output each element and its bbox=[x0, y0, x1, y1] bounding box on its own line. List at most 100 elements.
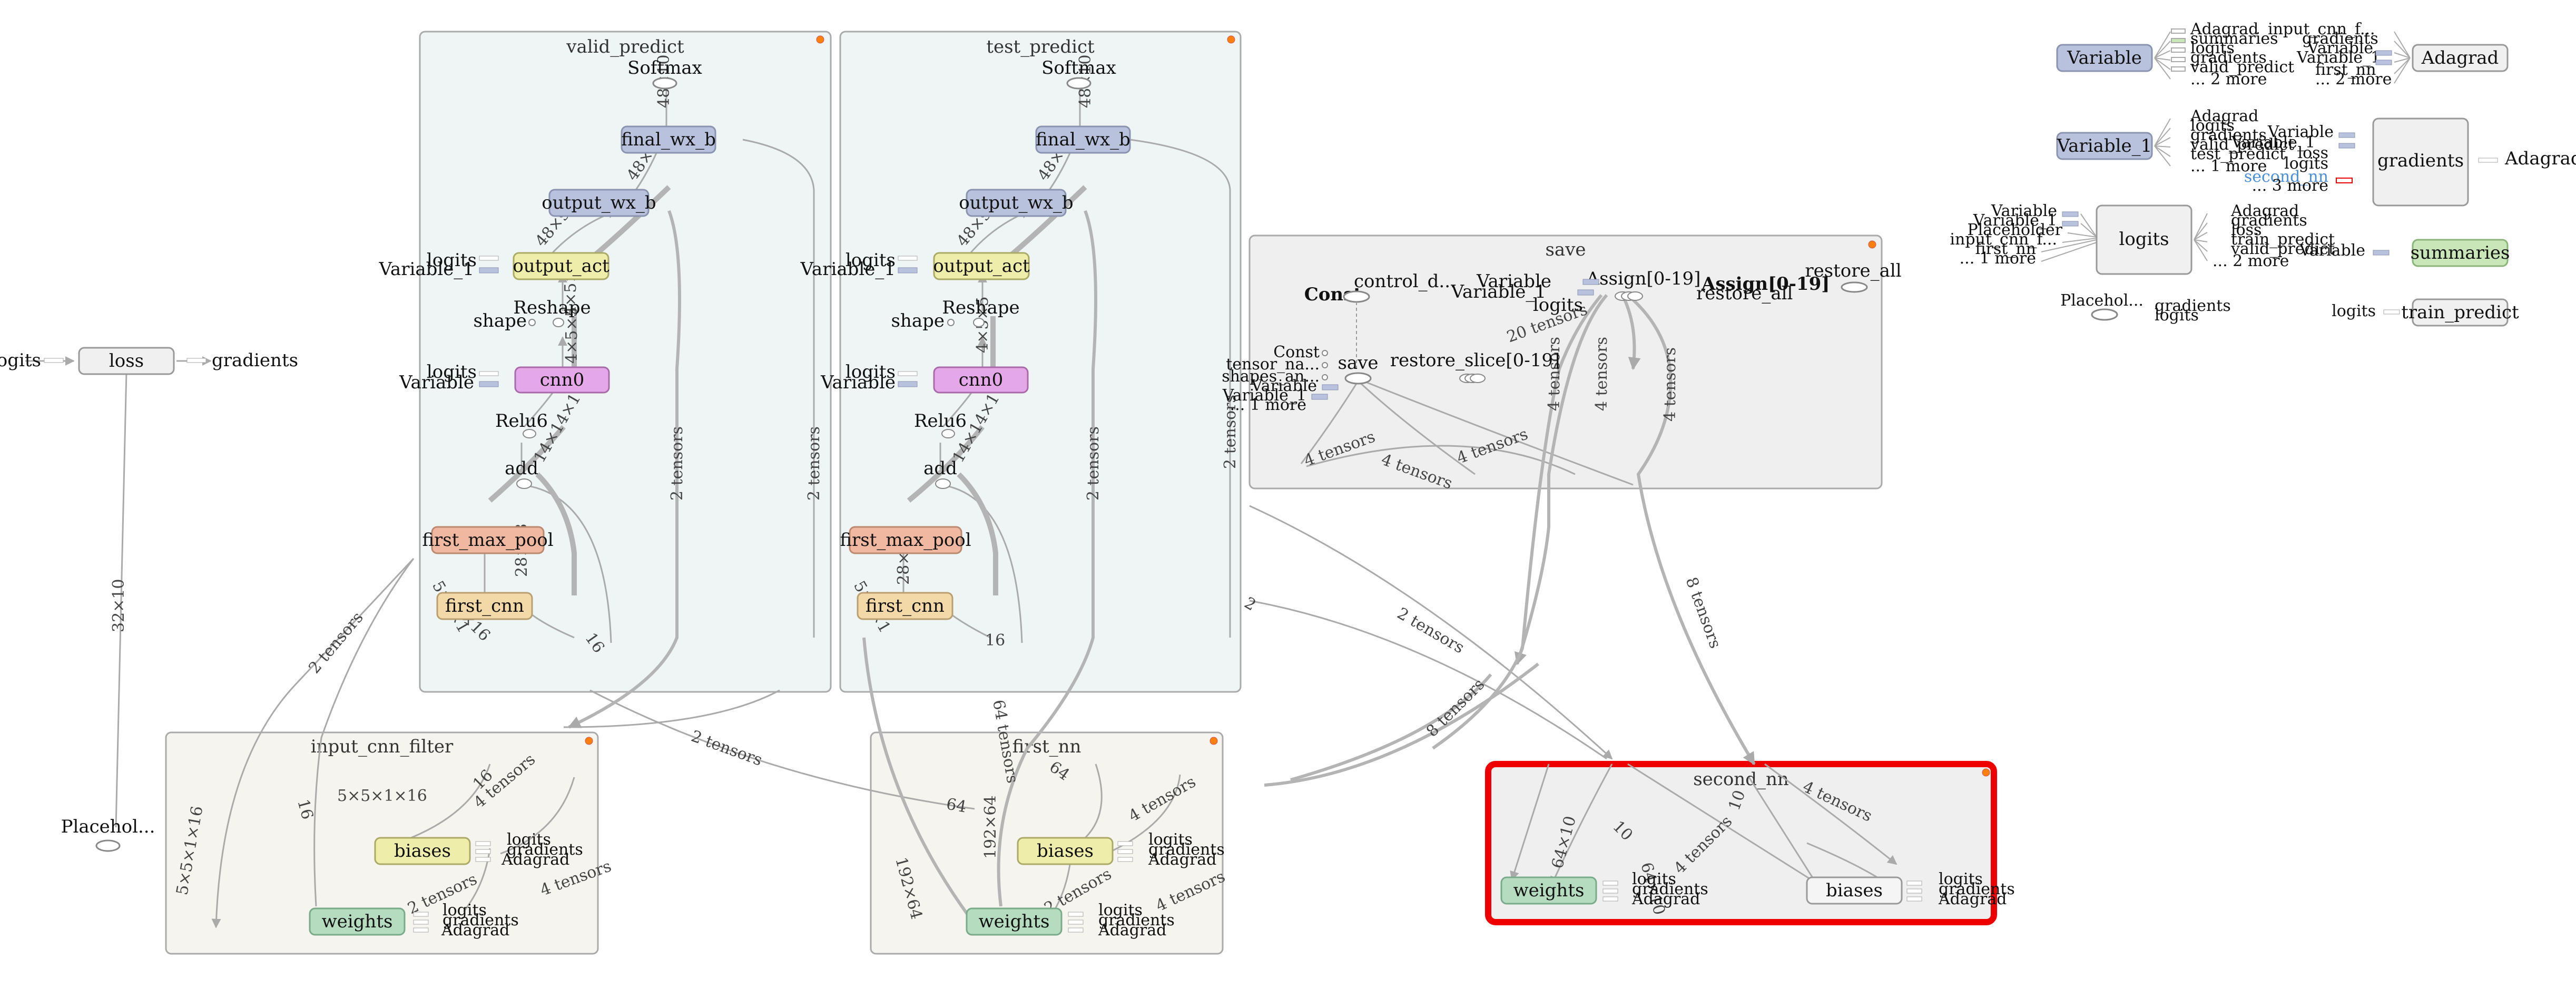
aux-variable-1[interactable]: Variable_1 bbox=[2056, 132, 2153, 160]
edges bbox=[25, 78, 1897, 928]
node-restore-all[interactable]: restore_all bbox=[1805, 260, 1902, 293]
expand-icon[interactable] bbox=[585, 737, 593, 745]
aux-logits-outputs: Adagrad gradients loss train_predict val… bbox=[2194, 202, 2335, 270]
aux-summaries[interactable]: summaries bbox=[2411, 239, 2510, 267]
svg-text:2 tensors: 2 tensors bbox=[1084, 426, 1103, 501]
svg-text:weights: weights bbox=[322, 911, 393, 932]
node-softmax[interactable]: Softmax bbox=[1041, 57, 1116, 90]
svg-text:valid_predict: valid_predict bbox=[2190, 58, 2294, 76]
svg-text:Variable_1: Variable_1 bbox=[2231, 133, 2315, 152]
svg-text:logits: logits bbox=[0, 350, 41, 371]
node-weights[interactable]: weights bbox=[309, 907, 406, 936]
svg-text:input_cnn_f...: input_cnn_f... bbox=[2268, 20, 2375, 38]
aux-adagrad[interactable]: Adagrad bbox=[2412, 44, 2509, 72]
expand-icon[interactable] bbox=[1227, 35, 1235, 44]
svg-text:gradients: gradients bbox=[1148, 840, 1225, 859]
svg-text:Placehol...: Placehol... bbox=[61, 816, 155, 837]
svg-text:logits: logits bbox=[2155, 306, 2199, 325]
node-biases[interactable]: biases bbox=[374, 837, 471, 865]
group-save[interactable]: save bbox=[1248, 234, 1883, 490]
node-shape: shape bbox=[891, 310, 955, 331]
node-biases[interactable]: biases bbox=[1017, 837, 1114, 865]
node-first-cnn[interactable]: first_cnn bbox=[857, 592, 953, 620]
svg-text:gradients: gradients bbox=[2190, 126, 2267, 144]
svg-text:4 tensors: 4 tensors bbox=[1592, 337, 1611, 411]
node-restore-slice[interactable]: restore_slice[0-19] bbox=[1390, 350, 1560, 383]
svg-text:Adagrad: Adagrad bbox=[2230, 202, 2299, 220]
aux-placeholder[interactable]: Placehol... gradients logits bbox=[2060, 291, 2231, 325]
node-final-wx-b[interactable]: final_wx_b bbox=[1035, 125, 1131, 154]
node-placeholder[interactable]: Placehol... bbox=[61, 816, 155, 852]
aux-variable-outputs bbox=[2154, 28, 2186, 80]
svg-text:... 2 more: ... 2 more bbox=[2213, 252, 2289, 270]
svg-text:final_wx_b: final_wx_b bbox=[1036, 129, 1130, 150]
node-add[interactable]: add bbox=[505, 458, 538, 489]
node-first-max-pool[interactable]: first_max_pool bbox=[840, 526, 971, 554]
group-title: save bbox=[1545, 239, 1586, 260]
node-first-max-pool[interactable]: first_max_pool bbox=[422, 526, 554, 554]
node-relu6[interactable]: Relu6 bbox=[914, 410, 967, 438]
svg-text:cnn0: cnn0 bbox=[540, 369, 584, 390]
node-weights[interactable]: weights bbox=[1500, 876, 1597, 905]
expand-icon[interactable] bbox=[1210, 737, 1218, 745]
svg-text:Reshape: Reshape bbox=[513, 297, 591, 318]
node-reshape[interactable]: Reshape bbox=[513, 297, 591, 327]
svg-text:output_act: output_act bbox=[513, 256, 609, 277]
medium-edges bbox=[567, 210, 1756, 918]
node-loss[interactable]: loss bbox=[78, 347, 175, 375]
svg-text:Variable: Variable bbox=[820, 372, 896, 393]
svg-text:Variable: Variable bbox=[2307, 39, 2373, 57]
svg-text:Variable_1: Variable_1 bbox=[800, 259, 896, 280]
svg-text:add: add bbox=[505, 458, 538, 479]
node-output-wx-b[interactable]: output_wx_b bbox=[542, 189, 656, 217]
svg-text:second_nn: second_nn bbox=[2244, 168, 2328, 186]
svg-text:Variable_1: Variable_1 bbox=[2057, 135, 2152, 156]
svg-text:Variable: Variable bbox=[1991, 202, 2057, 220]
node-save[interactable]: save bbox=[1338, 353, 1379, 385]
svg-text:train_predict: train_predict bbox=[2401, 302, 2519, 323]
svg-text:2 tensors: 2 tensors bbox=[1221, 395, 1240, 469]
group-title: test_predict bbox=[986, 36, 1095, 57]
node-add[interactable]: add bbox=[923, 458, 957, 489]
svg-text:Variable: Variable bbox=[2067, 47, 2142, 69]
node-reshape[interactable]: Reshape bbox=[942, 297, 1020, 327]
node-output-act[interactable]: output_act bbox=[513, 252, 609, 280]
node-assign[interactable]: Assign[0-19] Variable Variable_1 logits bbox=[1451, 268, 1701, 316]
node-output-wx-b[interactable]: output_wx_b bbox=[959, 189, 1074, 217]
node-biases[interactable]: biases bbox=[1806, 876, 1903, 905]
svg-text:logits: logits bbox=[1939, 870, 1983, 888]
node-control-d[interactable]: control_d... bbox=[1343, 271, 1456, 303]
node-cnn0[interactable]: cnn0 bbox=[514, 366, 610, 394]
aux-gradients-output: Adagrad bbox=[2478, 148, 2576, 169]
group-title: first_nn bbox=[1012, 736, 1081, 757]
node-first-cnn[interactable]: first_cnn bbox=[436, 592, 533, 620]
aux-logits[interactable]: logits bbox=[2096, 204, 2192, 275]
svg-text:gradients: gradients bbox=[1939, 880, 2015, 898]
svg-text:output_act: output_act bbox=[933, 256, 1030, 277]
node-biases-outputs: logits gradients Adagrad bbox=[1117, 830, 1225, 869]
expand-icon[interactable] bbox=[1868, 240, 1876, 249]
aux-variable[interactable]: Variable bbox=[2056, 44, 2153, 72]
node-cnn0[interactable]: cnn0 bbox=[933, 366, 1029, 394]
group-title: valid_predict bbox=[566, 36, 684, 57]
expand-icon[interactable] bbox=[816, 35, 824, 44]
aux-gradients[interactable]: gradients bbox=[2372, 118, 2469, 207]
expand-icon[interactable] bbox=[1982, 768, 1990, 777]
svg-text:192×64: 192×64 bbox=[981, 795, 1000, 859]
svg-text:5×5×1×16: 5×5×1×16 bbox=[337, 787, 427, 805]
node-softmax[interactable]: Softmax bbox=[627, 57, 702, 90]
node-relu6[interactable]: Relu6 bbox=[495, 410, 548, 438]
svg-text:Softmax: Softmax bbox=[627, 57, 702, 79]
svg-text:logits: logits bbox=[1148, 830, 1193, 849]
svg-text:Adagrad: Adagrad bbox=[1938, 890, 2007, 908]
node-output-act[interactable]: output_act bbox=[933, 252, 1030, 280]
svg-text:first_cnn: first_cnn bbox=[866, 595, 945, 617]
aux-train-predict[interactable]: train_predict bbox=[2401, 298, 2519, 327]
aux-variable-1-outputs: Adagrad logits gradients valid_predict t… bbox=[2154, 107, 2294, 175]
node-final-wx-b[interactable]: final_wx_b bbox=[621, 125, 716, 154]
svg-text:input_cnn_f...: input_cnn_f... bbox=[1950, 230, 2057, 249]
svg-text:Variable: Variable bbox=[2267, 123, 2334, 141]
node-weights[interactable]: weights bbox=[966, 907, 1063, 936]
svg-text:2 tensors: 2 tensors bbox=[689, 727, 764, 770]
